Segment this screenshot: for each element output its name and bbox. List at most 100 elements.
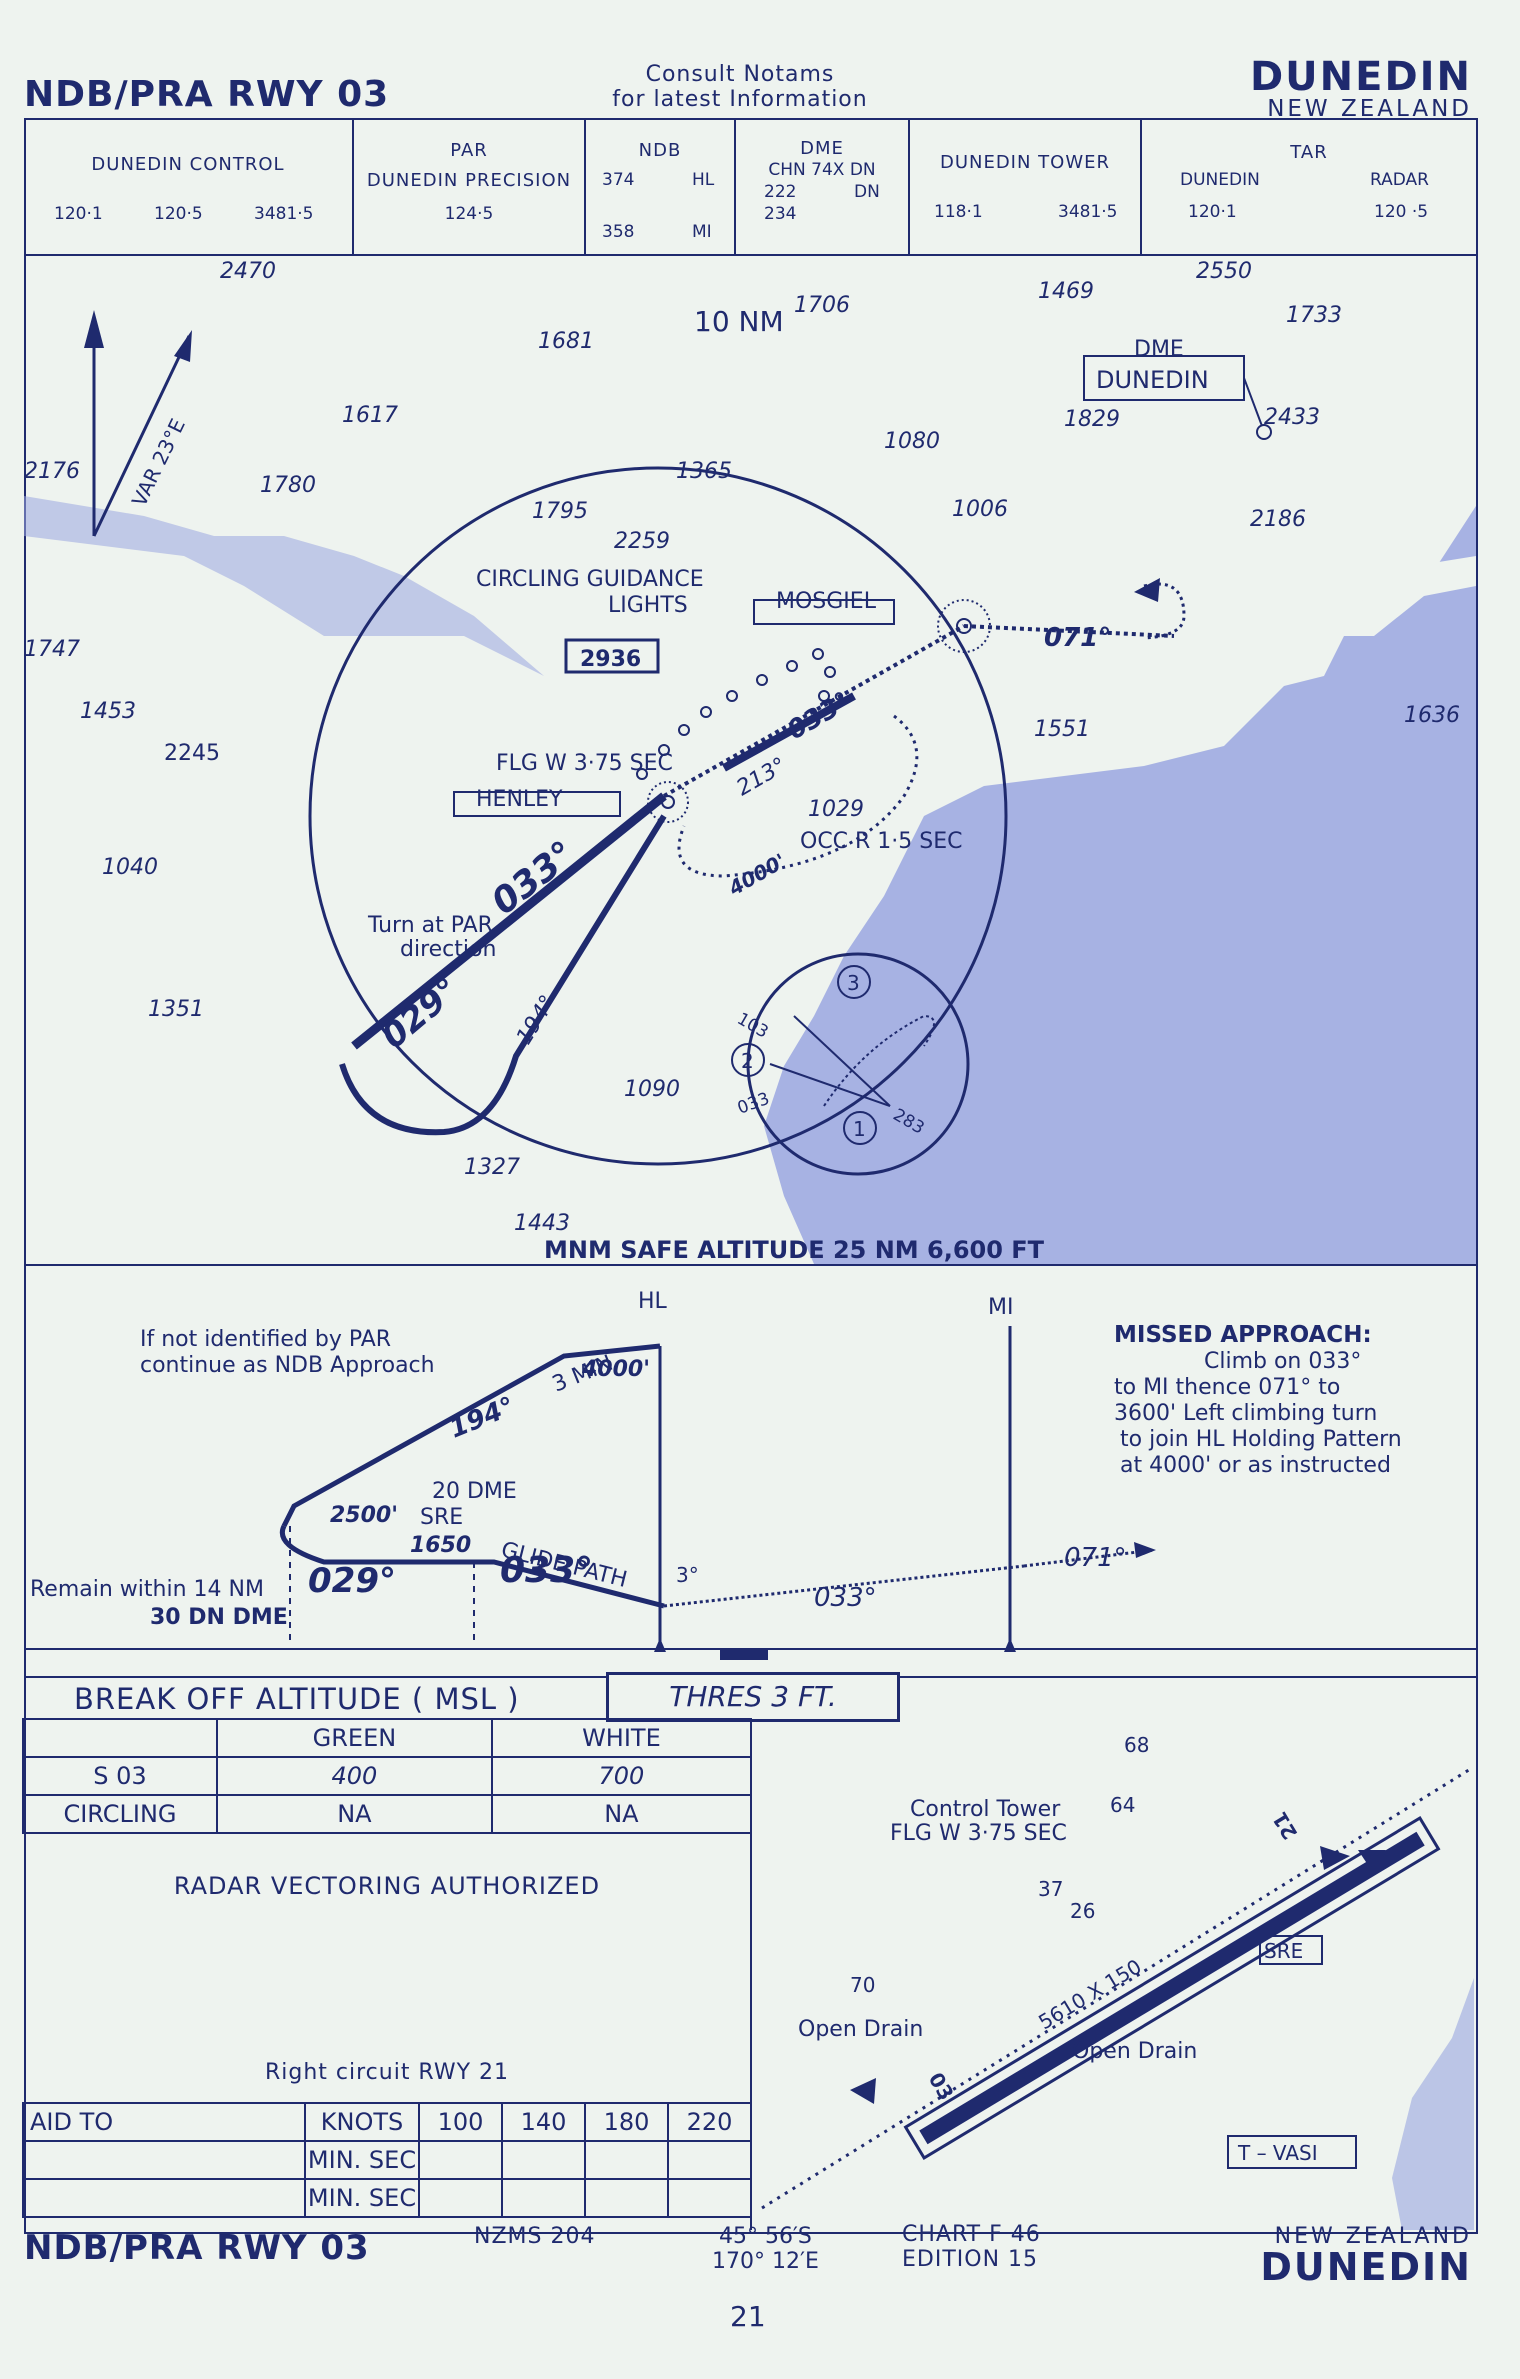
edition: EDITION 15	[902, 2247, 1039, 2272]
profile-course-033-a: 033°	[500, 1550, 593, 1591]
spot-2936: 2936	[580, 647, 641, 672]
occ-beacon-label: OCC R 1·5 SEC	[800, 829, 963, 854]
runway-outline	[903, 1816, 1441, 2160]
location-block: DUNEDIN NEW ZEALAND	[1250, 54, 1472, 122]
height-70: 70	[850, 1973, 875, 1997]
sre-site-label: SRE	[1264, 1939, 1303, 1963]
speed-220: 220	[667, 2102, 752, 2142]
height-37: 37	[1038, 1877, 1063, 1901]
ndb-name: NDB	[638, 140, 682, 161]
profile-mi: MI	[988, 1295, 1013, 1320]
longitude: 170° 12′E	[712, 2249, 819, 2274]
final-approach-track	[351, 792, 667, 1050]
spot-1706: 1706	[794, 293, 850, 318]
course-071: 071°	[1044, 623, 1111, 653]
coordinates: 45° 56′S 170° 12′E	[712, 2224, 819, 2274]
mosgiel-label: MOSGIEL	[776, 589, 877, 614]
flg-beacon-label: FLG W 3·75 SEC	[496, 751, 673, 776]
glide-angle: 3°	[676, 1563, 699, 1587]
dme-box-title: DME	[1134, 337, 1184, 362]
inbound-leg	[280, 1524, 665, 1609]
dme-freq-2: 234	[764, 204, 797, 224]
notams-line-2: for latest Information	[612, 87, 868, 112]
missed-approach-4: to join HL Holding Pattern	[1120, 1427, 1402, 1452]
missed-approach-title: MISSED APPROACH:	[1114, 1322, 1372, 1348]
spot-1029: 1029	[808, 797, 864, 822]
coast-inlet	[1314, 556, 1476, 636]
notams-line-1: Consult Notams	[645, 62, 835, 87]
remain-note-1: Remain within 14 NM	[30, 1577, 264, 1602]
spot-2176: 2176	[24, 459, 80, 484]
control-freq-3: 3481·5	[254, 204, 314, 224]
chart-ref: CHART F 46 EDITION 15	[902, 2222, 1041, 2272]
minima-panel: BREAK OFF ALTITUDE ( MSL ) THRES 3 FT. G…	[22, 1672, 900, 2230]
holding-pattern	[677, 714, 919, 878]
ndb-freq-2: 358	[602, 222, 635, 242]
missed-approach-5: at 4000' or as instructed	[1120, 1453, 1391, 1478]
profile-course-029: 029°	[308, 1561, 396, 1601]
turn-note-2: direction	[400, 937, 496, 962]
control-freq-1: 120·1	[54, 204, 103, 224]
dme-id: DN	[854, 182, 880, 202]
alt-2500: 2500'	[330, 1503, 398, 1528]
msa-label: MNM SAFE ALTITUDE 25 NM 6,600 FT	[544, 1236, 1045, 1264]
notams-note: Consult Notams for latest Information	[560, 62, 920, 112]
s03-white: 700	[490, 1756, 753, 1796]
spot-1636: 1636	[1404, 703, 1460, 728]
spot-2245: 2245	[164, 741, 220, 766]
profile-hl: HL	[638, 1289, 668, 1314]
tar-name: TAR	[1290, 142, 1328, 163]
chart-title: NDB/PRA RWY 03	[24, 74, 390, 115]
ndb-mi-symbol	[937, 599, 991, 653]
vasi-label: T – VASI	[1237, 2141, 1318, 2165]
entry-sector-1: 1	[853, 1117, 866, 1141]
spot-1040: 1040	[102, 855, 158, 880]
footer-country: NEW ZEALAND	[1274, 2224, 1472, 2249]
plan-view: 10 NM VAR 23°E DME DUNEDIN MOSGIEL HENLE…	[24, 259, 1476, 1264]
ten-nm-ring	[308, 466, 1008, 1166]
par-name: PAR	[450, 140, 488, 161]
henley-box	[453, 791, 621, 817]
procedure-turn-track	[339, 814, 667, 1136]
circling-label-2: LIGHTS	[608, 593, 688, 618]
dme-20-label: 20 DME	[432, 1479, 517, 1504]
not-identified-2: continue as NDB Approach	[140, 1353, 435, 1378]
country-name: NEW ZEALAND	[1267, 96, 1472, 122]
runway-surface	[919, 1831, 1425, 2145]
sea-area	[764, 506, 1476, 1264]
ndb-id-1: HL	[692, 170, 715, 190]
spot-1681: 1681	[538, 329, 594, 354]
city-name: DUNEDIN	[1249, 54, 1472, 100]
right-circuit: Right circuit RWY 21	[264, 2060, 510, 2085]
footer-city: DUNEDIN	[1260, 2245, 1472, 2289]
not-identified-1: If not identified by PAR	[140, 1327, 391, 1352]
spot-1617: 1617	[342, 403, 398, 428]
runway-block	[720, 1648, 768, 1660]
spot-1327: 1327	[464, 1155, 520, 1180]
open-drain-2: Open Drain	[1072, 2039, 1197, 2064]
col-green: GREEN	[216, 1718, 493, 1758]
entry-sector-inset	[746, 952, 970, 1176]
radar-vectoring: RADAR VECTORING AUTHORIZED	[173, 1872, 601, 1900]
aerodrome-chart: 68 64 37 26 70 Control Tower FLG W 3·75 …	[761, 1733, 1474, 2230]
dme-freq-1: 222	[764, 182, 797, 202]
height-68: 68	[1124, 1733, 1149, 1757]
entry-sector-3: 3	[847, 971, 860, 995]
tower-beacon-label: FLG W 3·75 SEC	[890, 1821, 1067, 1846]
height-26: 26	[1070, 1899, 1095, 1923]
dme-box-name: DUNEDIN	[1096, 366, 1209, 394]
latitude: 45° 56′S	[718, 2224, 812, 2249]
row-circling: CIRCLING	[22, 1794, 218, 1834]
control-freq-2: 120·5	[154, 204, 203, 224]
min-sec-1: MIN. SEC	[304, 2140, 420, 2180]
missed-approach-2: to MI thence 071° to	[1114, 1375, 1340, 1400]
course-194: 194°	[512, 991, 561, 1049]
remain-note-2: 30 DN DME	[150, 1605, 288, 1630]
missed-approach-3: 3600' Left climbing turn	[1114, 1401, 1377, 1426]
spot-2259: 2259	[614, 529, 670, 554]
frequency-strip: DUNEDIN CONTROL 120·1 120·5 3481·5 PAR D…	[24, 118, 1476, 256]
variation-label: VAR 23°E	[127, 415, 190, 510]
spot-2186: 2186	[1250, 507, 1306, 532]
circling-label-1: CIRCLING GUIDANCE	[476, 567, 704, 592]
henley-label: HENLEY	[476, 787, 563, 812]
